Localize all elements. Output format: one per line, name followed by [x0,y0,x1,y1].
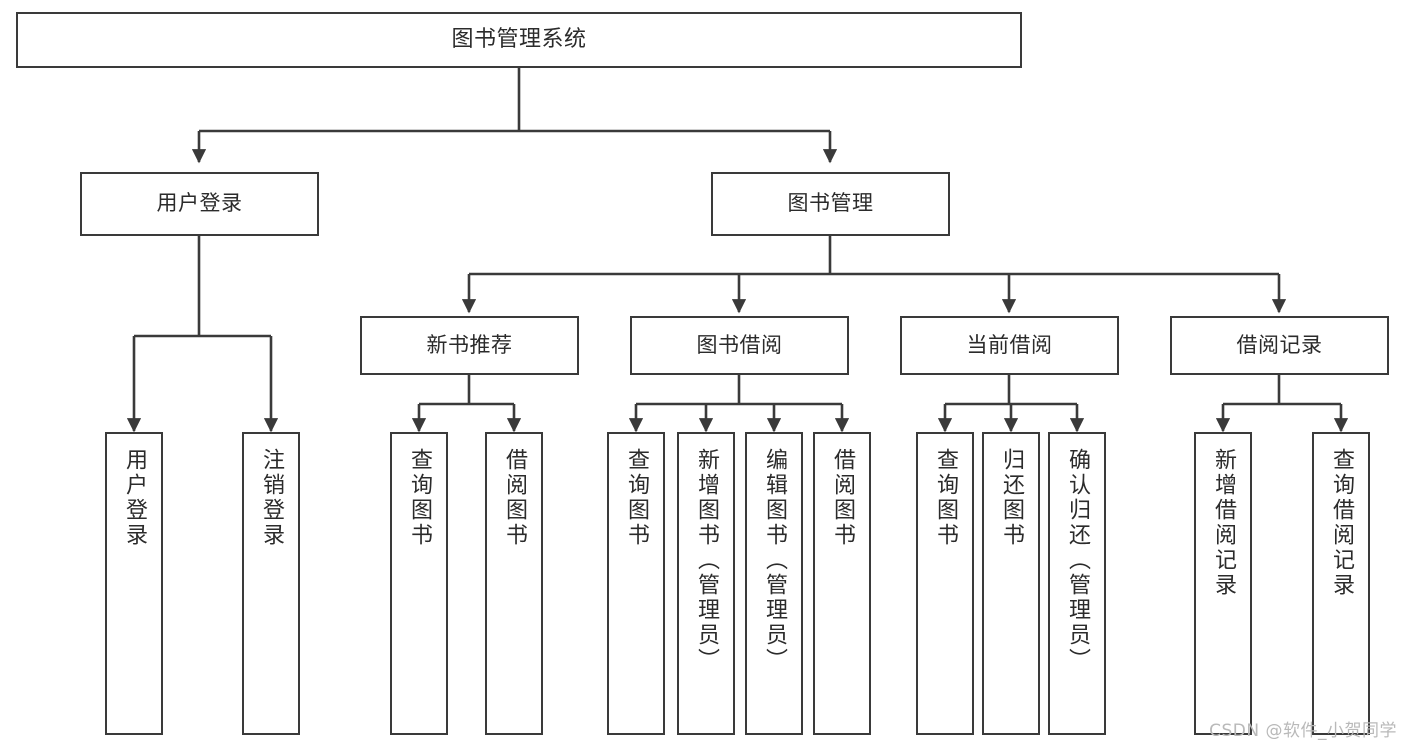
leaf-logout[interactable]: 注销登录 [242,432,300,735]
leaf-return-book[interactable]: 归还图书 [982,432,1040,735]
leaf-query-record-label: 查询借阅记录 [1329,448,1354,598]
leaf-query-book-2[interactable]: 查询图书 [607,432,665,735]
leaf-query-book-1[interactable]: 查询图书 [390,432,448,735]
node-book-manage[interactable]: 图书管理 [711,172,950,236]
node-user-login-label: 用户登录 [156,191,243,216]
leaf-confirm-return[interactable]: 确认归还（管理员） [1048,432,1106,735]
csdn-watermark: CSDN @软件_小贺同学 [1209,721,1397,741]
leaf-edit-book-label: 编辑图书（管理员） [762,448,787,673]
node-book-borrow-label: 图书借阅 [696,332,783,357]
node-current-borrow-label: 当前借阅 [966,332,1053,357]
node-root[interactable]: 图书管理系统 [16,12,1022,68]
leaf-query-book-3[interactable]: 查询图书 [916,432,974,735]
leaf-add-record[interactable]: 新增借阅记录 [1194,432,1252,735]
leaf-query-book-3-label: 查询图书 [933,448,958,548]
node-book-manage-label: 图书管理 [787,191,874,216]
node-root-label: 图书管理系统 [451,26,587,52]
node-book-borrow[interactable]: 图书借阅 [630,316,849,375]
node-current-borrow[interactable]: 当前借阅 [900,316,1119,375]
node-borrow-record[interactable]: 借阅记录 [1170,316,1389,375]
node-new-book-recommend[interactable]: 新书推荐 [360,316,579,375]
leaf-query-record[interactable]: 查询借阅记录 [1312,432,1370,735]
leaf-query-book-1-label: 查询图书 [407,448,432,548]
node-new-book-recommend-label: 新书推荐 [426,332,513,357]
node-user-login[interactable]: 用户登录 [80,172,319,236]
leaf-confirm-return-label: 确认归还（管理员） [1065,448,1090,673]
leaf-add-book[interactable]: 新增图书（管理员） [677,432,735,735]
leaf-borrow-book-2-label: 借阅图书 [830,448,855,548]
leaf-user-login[interactable]: 用户登录 [105,432,163,735]
leaf-add-record-label: 新增借阅记录 [1211,448,1236,598]
leaf-logout-label: 注销登录 [259,448,284,548]
leaf-borrow-book-2[interactable]: 借阅图书 [813,432,871,735]
leaf-query-book-2-label: 查询图书 [624,448,649,548]
leaf-borrow-book-1-label: 借阅图书 [502,448,527,548]
leaf-return-book-label: 归还图书 [999,448,1024,548]
leaf-add-book-label: 新增图书（管理员） [694,448,719,673]
leaf-user-login-label: 用户登录 [122,448,147,548]
leaf-edit-book[interactable]: 编辑图书（管理员） [745,432,803,735]
leaf-borrow-book-1[interactable]: 借阅图书 [485,432,543,735]
node-borrow-record-label: 借阅记录 [1236,332,1323,357]
